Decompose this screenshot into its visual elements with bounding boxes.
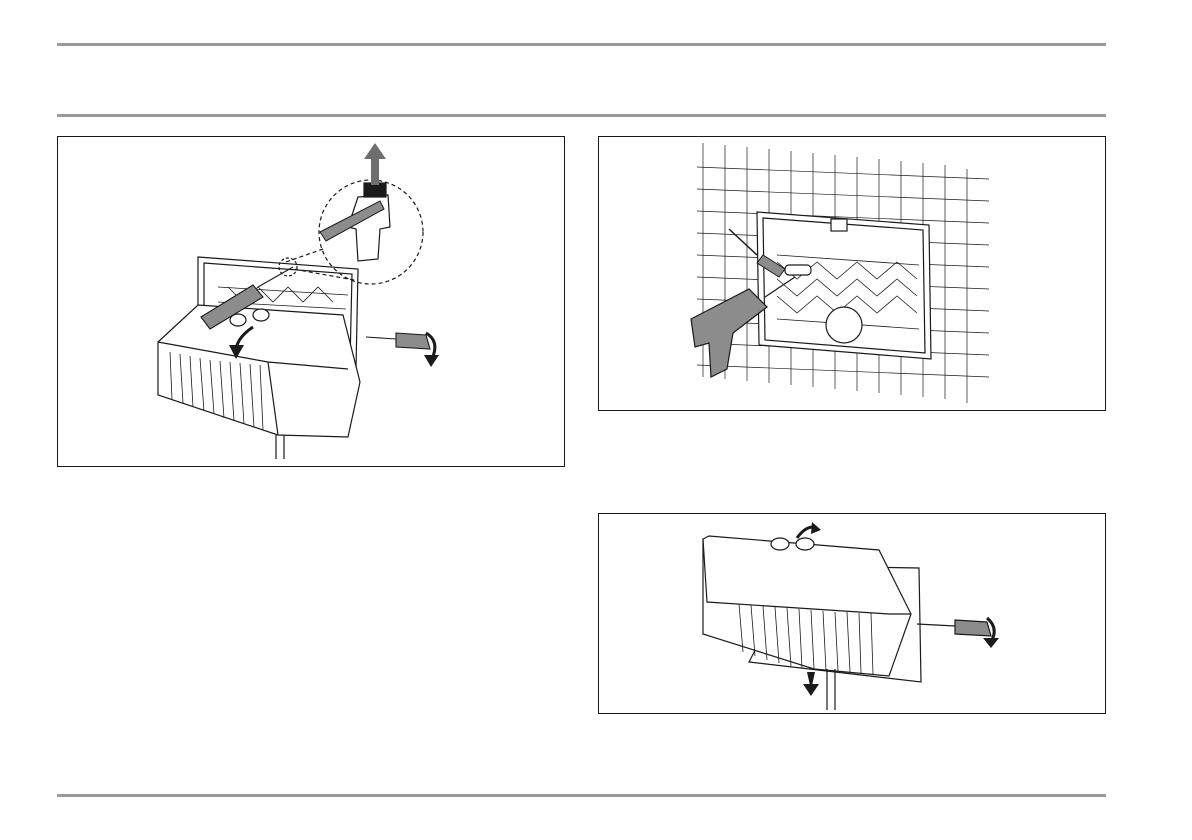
mount-appliance-illustration: [599, 514, 1107, 715]
remove-cover-illustration: [58, 137, 566, 468]
mount-appliance-figure: [598, 513, 1106, 714]
drill-mounting-illustration: [599, 137, 1107, 412]
header-rule-bottom: [57, 114, 1106, 117]
remove-cover-figure: [57, 136, 565, 467]
footer-rule: [57, 794, 1106, 797]
header-rule-top: [57, 43, 1106, 46]
drill-mounting-figure: [598, 136, 1106, 411]
